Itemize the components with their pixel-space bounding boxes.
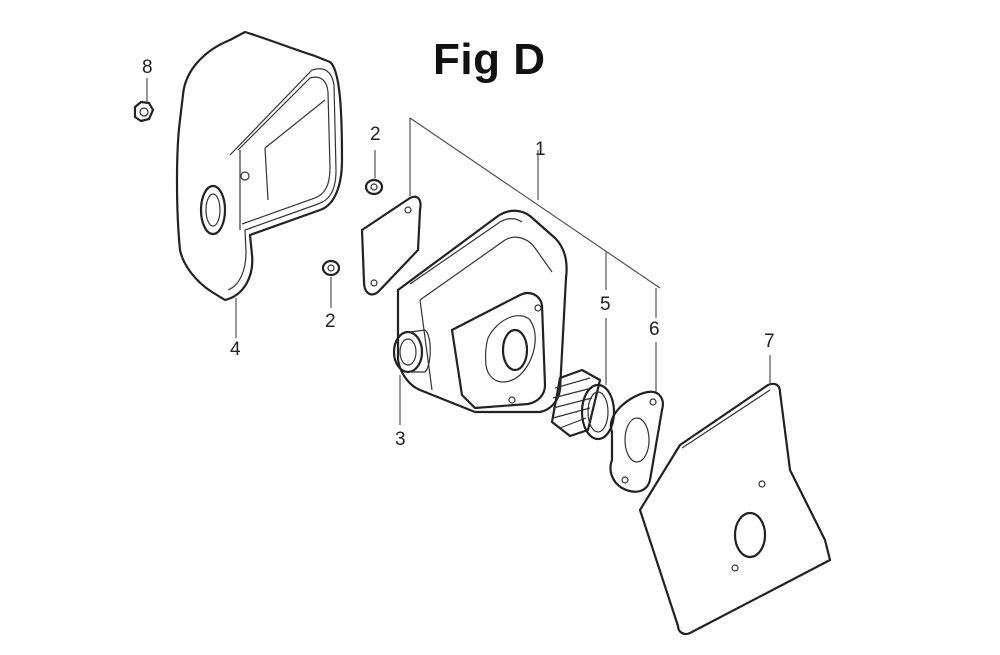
callout-8: 8 — [142, 57, 153, 78]
part-1-leader-bracket — [409, 117, 661, 318]
nut-part-2-upper — [364, 150, 384, 196]
callout-2-lower: 2 — [325, 311, 336, 332]
callout-2-upper: 2 — [370, 124, 381, 145]
callout-4: 4 — [230, 339, 241, 360]
muffler-protector-part-4 — [175, 30, 344, 338]
figure-title: Fig D — [433, 35, 546, 84]
nut-part-8 — [133, 78, 155, 123]
spark-arrester-part-5 — [550, 318, 616, 441]
muffler-gasket-part-6 — [609, 342, 664, 493]
heat-shield-plate-part-7 — [638, 355, 832, 636]
callout-1: 1 — [535, 139, 546, 160]
callout-6: 6 — [649, 319, 660, 340]
callout-7: 7 — [764, 331, 775, 352]
muffler-gasket-plate — [360, 195, 422, 296]
callout-5: 5 — [600, 294, 611, 315]
callout-3: 3 — [395, 429, 406, 450]
muffler-body-part-3 — [392, 209, 568, 425]
nut-part-2-lower — [321, 259, 341, 308]
